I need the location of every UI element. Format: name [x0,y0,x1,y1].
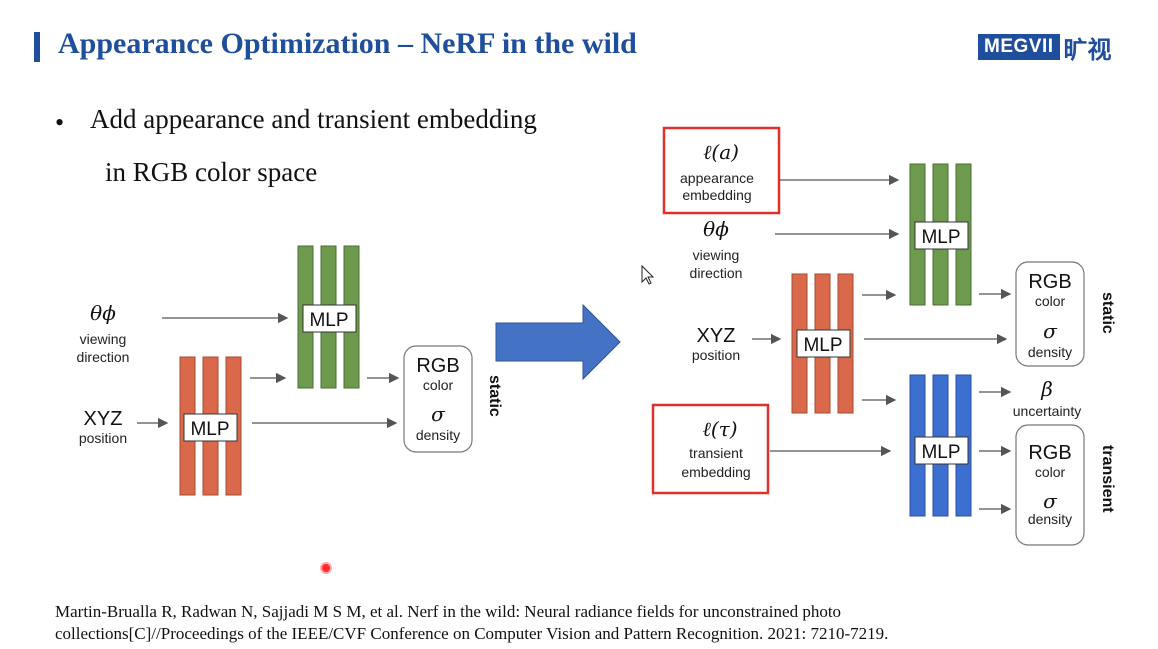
logo-text: MEGVII [978,34,1060,60]
slide-title: Appearance Optimization – NeRF in the wi… [58,27,637,60]
right-static-label: static [1099,292,1116,334]
transient-embedding-box [651,403,770,495]
right-theta-phi: θϕ [703,217,729,241]
left-xyz: XYZ [84,408,123,430]
appearance-label-2: embedding [682,187,751,203]
right-density-static: density [1028,344,1072,360]
right-mlp-orange: MLP [791,273,854,414]
transient-label-2: embedding [681,464,750,480]
left-viewing-label-1: viewing [80,331,127,347]
left-color: color [423,377,454,393]
bullet-text-line2: in RGB color space [105,157,318,187]
right-rgb-static: RGB [1028,271,1071,293]
pointer-dot-icon [320,562,332,574]
right-sigma-transient: σ [1043,489,1058,513]
right-static-output-box [1015,261,1085,367]
right-sigma-static: σ [1043,319,1058,343]
appearance-embedding-box [662,126,781,215]
right-viewing-label-2: direction [690,265,743,281]
left-mlp-orange: MLP [179,356,242,496]
left-diagram: MLP MLP θϕ viewing direction XYZ positio… [77,245,503,496]
right-mlp-green-label: MLP [921,227,960,248]
left-static-label: static [486,375,503,417]
citation-line1: Martin-Brualla R, Radwan N, Sajjadi M S … [55,602,842,621]
left-output-box [403,345,473,453]
right-mlp-orange-label: MLP [803,335,842,356]
right-transient-label: transient [1099,445,1116,513]
title-accent-bar [34,32,40,62]
right-transient-output-box [1015,424,1085,546]
right-rgb-transient: RGB [1028,442,1071,464]
transient-symbol: ℓ(τ) [703,417,738,441]
right-color-static: color [1035,293,1066,309]
left-sigma: σ [431,402,446,426]
right-diagram: ℓ(a) appearance embedding θϕ viewing dir… [651,126,1116,546]
left-density: density [416,427,460,443]
megvii-logo: MEGVII 旷视 [978,32,1112,64]
right-position: position [692,347,740,363]
left-mlp-orange-label: MLP [190,419,229,440]
right-mlp-blue-label: MLP [921,442,960,463]
bullet-text-line1: Add appearance and transient embedding [90,104,537,134]
left-rgb: RGB [416,355,459,377]
right-xyz: XYZ [697,325,736,347]
right-density-transient: density [1028,511,1072,527]
citation-line2: collections[C]//Proceedings of the IEEE/… [55,624,889,643]
uncertainty-label: uncertainty [1013,403,1081,419]
citation: Martin-Brualla R, Radwan N, Sajjadi M S … [55,601,1105,645]
transient-label-1: transient [689,445,743,461]
left-position: position [79,430,127,446]
left-mlp-green-label: MLP [309,310,348,331]
bullet-symbol: • [55,108,65,137]
right-viewing-label-1: viewing [693,247,740,263]
right-mlp-blue: MLP [909,374,972,517]
logo-chinese: 旷视 [1063,36,1112,64]
beta-symbol: β [1040,377,1053,401]
appearance-label-1: appearance [680,170,754,186]
left-mlp-green: MLP [297,245,360,389]
right-color-transient: color [1035,464,1066,480]
left-viewing-label-2: direction [77,349,130,365]
left-theta-phi: θϕ [90,301,116,325]
cursor-icon [641,264,655,285]
appearance-symbol: ℓ(a) [703,140,739,164]
right-mlp-green: MLP [909,163,972,306]
transition-arrow [495,303,621,381]
